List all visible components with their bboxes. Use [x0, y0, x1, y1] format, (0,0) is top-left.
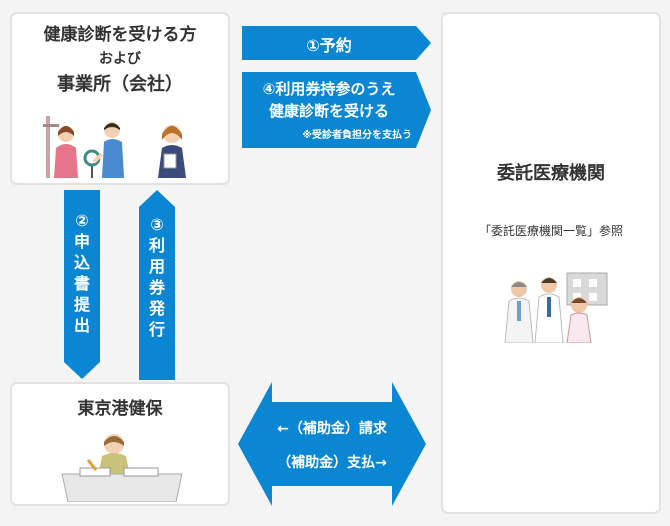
subsidy-payment-label: （補助金）支払→	[277, 455, 387, 471]
medical-staff-illustration	[504, 272, 608, 343]
insurer-title: 東京港健保	[77, 399, 163, 419]
clinic-list-note: 「委託医療機関一覧」参照	[478, 224, 623, 238]
checkup-label-line1: ④利用券持参のうえ	[262, 80, 396, 98]
subsidy-double-arrow: ←（補助金）請求 （補助金）支払→	[238, 382, 426, 506]
application-arrow: ②申込書提出	[64, 190, 100, 380]
reservation-arrow: ①予約	[242, 26, 432, 60]
application-label: ②申込書提出	[73, 211, 90, 335]
checkup-label-line2: 健康診断を受ける	[268, 102, 389, 120]
checkup-payment-note: ※受診者負担分を支払う	[302, 130, 412, 141]
ticket-issue-label: ③利用券発行	[148, 215, 165, 339]
clinic-title: 委託医療機関	[497, 163, 605, 184]
reservation-label: ①予約	[306, 36, 352, 55]
office-worker-illustration	[61, 434, 183, 502]
clinic-box: 委託医療機関 「委託医療機関一覧」参照	[441, 12, 661, 514]
user-title-line2: および	[99, 51, 141, 67]
user-title-line3: 事業所（会社）	[57, 74, 183, 95]
user-company-box: 健康診断を受ける方 および 事業所（会社）	[10, 12, 230, 185]
health-check-people-illustration	[43, 116, 186, 178]
subsidy-claim-label: ←（補助金）請求	[277, 421, 387, 437]
ticket-issue-arrow: ③利用券発行	[139, 190, 175, 380]
checkup-arrow: ④利用券持参のうえ 健康診断を受ける ※受診者負担分を支払う	[242, 72, 432, 148]
insurer-box: 東京港健保	[10, 382, 230, 506]
user-title-line1: 健康診断を受ける方	[43, 25, 197, 45]
